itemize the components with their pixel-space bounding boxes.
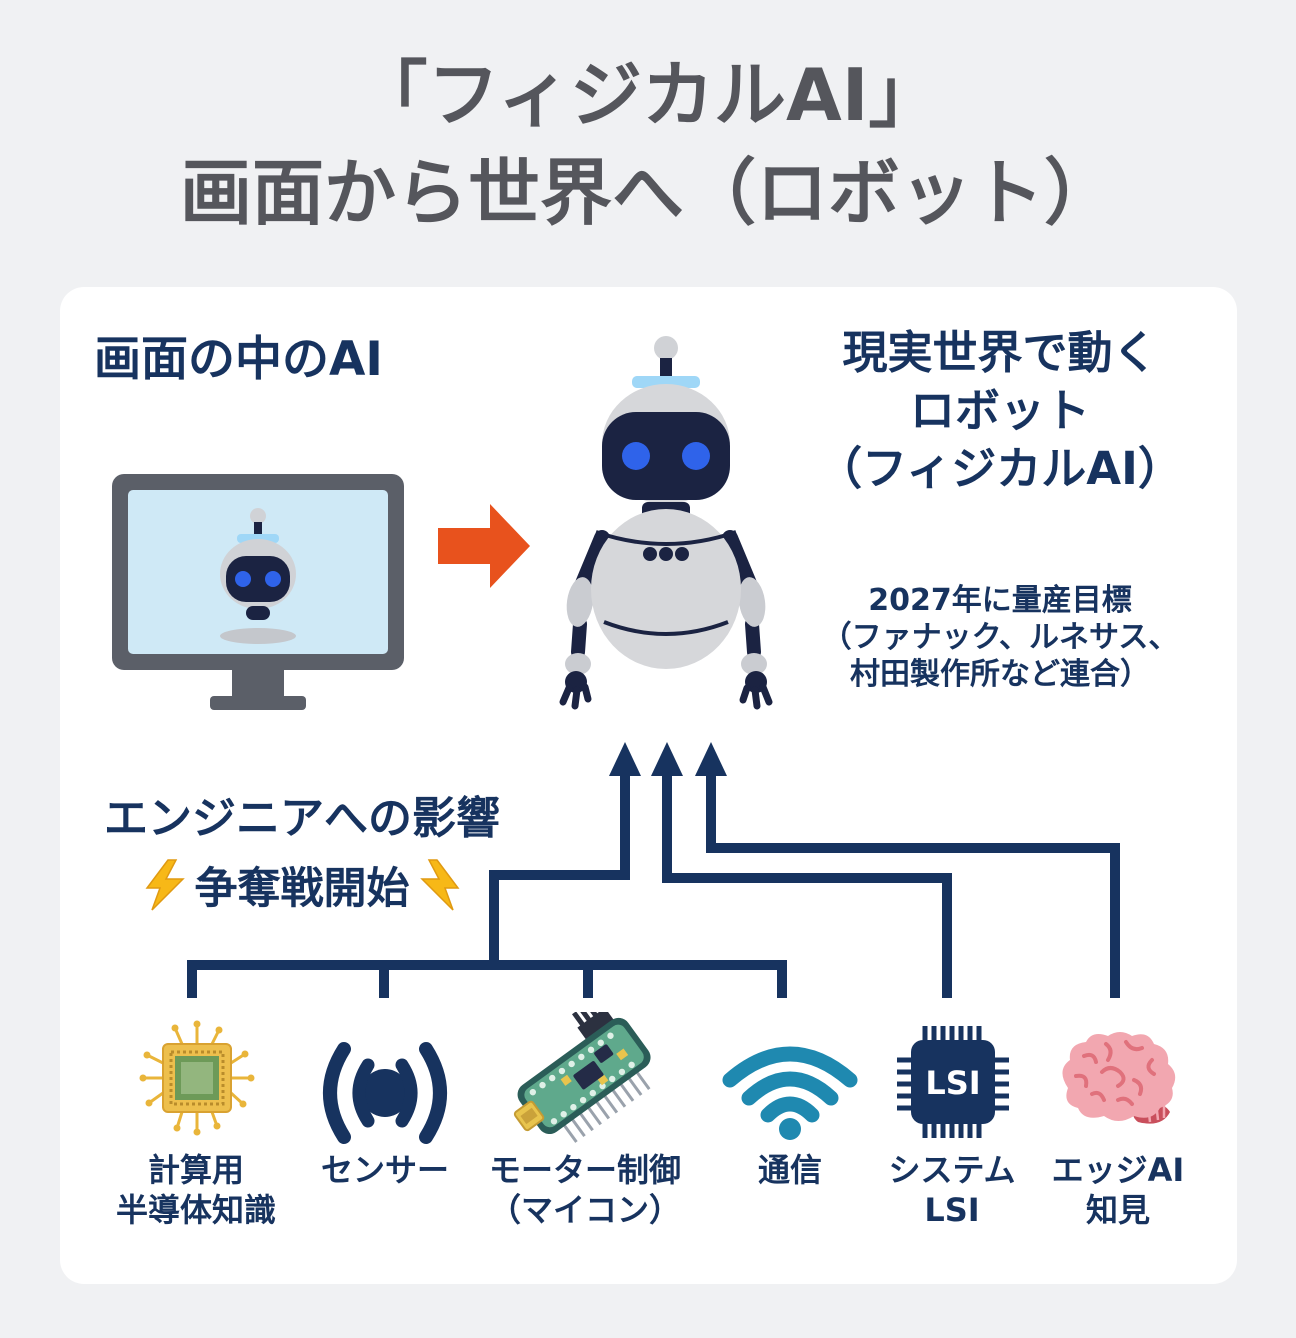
production-note-line1: 2027年に量産目標 [868, 583, 1132, 618]
microcontroller-icon [513, 1012, 651, 1143]
chip-icon [139, 1020, 255, 1136]
physical-ai-heading-line2: ロボット [909, 384, 1090, 437]
skill-label-line: （マイコン） [488, 1191, 681, 1229]
engineer-impact-line2: 争奪戦開始 [76, 854, 528, 916]
skill-label-line: システム [888, 1151, 1016, 1189]
physical-ai-heading-line1: 現実世界で動く [842, 326, 1158, 379]
production-note: 2027年に量産目標 （ファナック、ルネサス、 村田製作所など連合） [784, 582, 1216, 693]
production-note-line2: （ファナック、ルネサス、 [821, 620, 1179, 655]
page-title: 「フィジカルAI」 画面から世界へ（ロボット） [0, 46, 1296, 242]
wifi-icon [722, 1046, 858, 1140]
robot-icon [559, 336, 773, 710]
skill-label-line: エッジAI [1051, 1151, 1185, 1189]
screen-ai-heading: 画面の中のAI [94, 332, 383, 387]
monitor-icon [112, 474, 404, 710]
skill-label-line: 通信 [757, 1151, 822, 1189]
skill-label-system-lsi: システム LSI [782, 1150, 1122, 1230]
skill-label-line: モーター制御 [488, 1151, 681, 1189]
skill-label-edge-ai: エッジAI 知見 [948, 1150, 1288, 1230]
engineer-impact-line1: エンジニアへの影響 [104, 793, 500, 844]
page-title-line1: 「フィジカルAI」 [355, 53, 941, 137]
physical-ai-heading: 現実世界で動く ロボット （フィジカルAI） [788, 324, 1212, 498]
skill-label-semiconductor: 計算用 半導体知識 [26, 1150, 366, 1230]
skill-label-communication: 通信 [620, 1150, 960, 1190]
skill-label-line: センサー [320, 1151, 449, 1189]
lightning-icon [419, 859, 459, 911]
skill-label-sensor: センサー [215, 1150, 555, 1190]
skill-label-line: 知見 [1085, 1191, 1150, 1229]
screen-robot-face-icon [220, 508, 296, 644]
engineer-impact: エンジニアへの影響 争奪戦開始 [76, 782, 528, 916]
production-note-line3: 村田製作所など連合） [850, 657, 1150, 692]
brain-icon [1062, 1032, 1176, 1124]
skill-label-motor-control: モーター制御 （マイコン） [415, 1150, 755, 1230]
skill-label-line: LSI [924, 1191, 980, 1229]
engineer-impact-text: 争奪戦開始 [194, 864, 410, 914]
physical-ai-heading-line3: （フィジカルAI） [817, 442, 1183, 495]
lightning-icon [145, 859, 185, 911]
arrow-right-icon [438, 504, 530, 588]
page-title-line2: 画面から世界へ（ロボット） [179, 151, 1116, 235]
lsi-chip-text: LSI [925, 1064, 980, 1102]
lsi-chip-icon: LSI [897, 1026, 1009, 1138]
skill-label-line: 半導体知識 [115, 1191, 276, 1229]
sensor-icon [323, 1042, 447, 1144]
skill-label-line: 計算用 [147, 1151, 244, 1189]
